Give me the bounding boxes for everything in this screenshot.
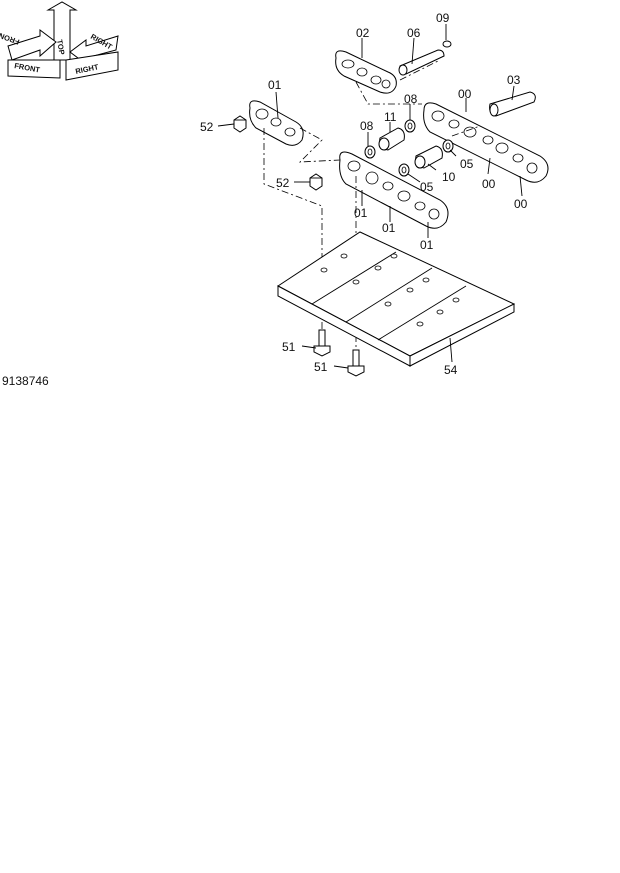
callout-09: 09	[436, 11, 450, 25]
seal-08-right	[404, 119, 416, 133]
leader-lines	[217, 24, 523, 369]
callout-51-left: 51	[282, 340, 296, 354]
callout-11: 11	[384, 110, 397, 124]
orientation-top-label: TOP	[55, 39, 67, 56]
bushing-10	[414, 145, 443, 169]
callout-01-top: 01	[268, 78, 282, 92]
orientation-front-label: FRONT	[14, 61, 41, 74]
track-link-00	[423, 102, 549, 183]
callout-08-right: 08	[404, 92, 418, 106]
callout-02: 02	[356, 26, 370, 40]
callout-01-right: 01	[420, 238, 434, 252]
callout-01-middle: 01	[382, 221, 396, 235]
nut-52-upper	[233, 115, 247, 133]
nut-52-lower	[309, 173, 323, 191]
bolt-51-left	[313, 329, 331, 357]
drawing-number: 9138746	[2, 374, 49, 388]
pin-03	[489, 91, 536, 117]
orientation-front-top-label: FRONT	[0, 29, 21, 46]
callout-01-left: 01	[354, 206, 368, 220]
callout-labels: 02 06 09 03 00 01 52 08 11 08 05 10 05 0…	[200, 11, 528, 377]
seal-08-left	[364, 145, 376, 159]
callout-03: 03	[507, 73, 521, 87]
callout-06: 06	[407, 26, 421, 40]
track-link-01-lower	[339, 151, 449, 229]
track-link-01-upper	[249, 100, 304, 146]
callout-51-right: 51	[314, 360, 328, 374]
spacer-05-lower	[398, 163, 410, 177]
callout-08-left: 08	[360, 119, 374, 133]
track-link-02	[335, 50, 397, 94]
callout-05-right: 05	[460, 157, 474, 171]
callout-10: 10	[442, 170, 456, 184]
bushing-11	[378, 127, 405, 151]
callout-52-upper: 52	[200, 120, 214, 134]
callout-52-lower: 52	[276, 176, 290, 190]
callout-00-middle: 00	[482, 177, 496, 191]
pin-06	[398, 49, 445, 76]
orientation-indicator: TOP FRONT RIGHT FRONT RIGHT	[0, 1, 119, 81]
callout-05-left: 05	[420, 180, 434, 194]
callout-00-bottom: 00	[514, 197, 528, 211]
ring-09	[442, 40, 452, 48]
track-shoe-54	[277, 231, 516, 367]
callout-00-top: 00	[458, 87, 472, 101]
callout-54: 54	[444, 363, 458, 377]
spacer-05-upper	[442, 139, 454, 153]
bolt-51-right	[347, 349, 365, 377]
